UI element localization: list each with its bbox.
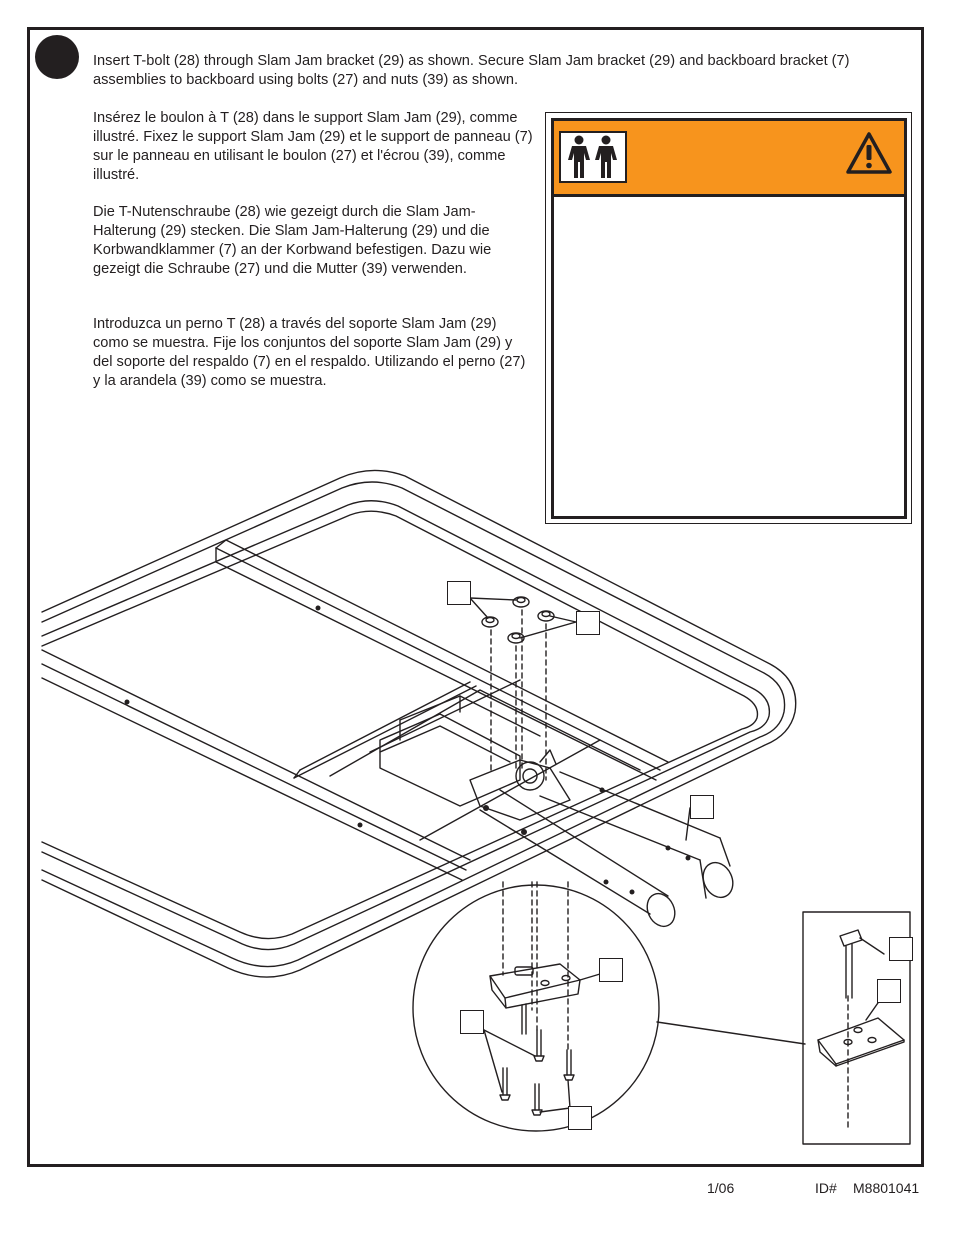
footer-id-value: M8801041 — [853, 1180, 920, 1196]
callout-box-bolt-2 — [568, 1106, 592, 1130]
callout-box-nut-2 — [576, 611, 600, 635]
instruction-german: Die T-Nutenschraube (28) wie gezeigt dur… — [93, 203, 533, 279]
callout-box-nut — [447, 581, 471, 605]
footer-id-label: ID# — [815, 1180, 837, 1196]
footer-date: 1/06 — [707, 1180, 735, 1196]
warning-box-frame — [545, 112, 912, 524]
instruction-spanish-text: Introduzca un perno T (28) a través del … — [93, 316, 526, 389]
instruction-french: Insérez le boulon à T (28) dans le suppo… — [93, 109, 538, 185]
instruction-spanish: Introduzca un perno T (28) a través del … — [93, 315, 531, 391]
two-people-icon — [559, 131, 627, 183]
callout-box-t-bolt — [889, 937, 913, 961]
warning-box — [551, 118, 907, 519]
instruction-german-text: Die T-Nutenschraube (28) wie gezeigt dur… — [93, 204, 492, 277]
callout-box-inset-bracket — [877, 979, 901, 1003]
instruction-english: Insert T-bolt (28) through Slam Jam brac… — [93, 52, 903, 90]
warning-triangle-icon — [846, 132, 892, 174]
callout-box-arm — [690, 795, 714, 819]
page-frame — [27, 27, 924, 1167]
warning-header — [554, 121, 904, 197]
callout-box-bolt — [460, 1010, 484, 1034]
instruction-french-text: Insérez le boulon à T (28) dans le suppo… — [93, 110, 533, 183]
instruction-english-text: Insert T-bolt (28) through Slam Jam brac… — [93, 53, 850, 88]
callout-box-bracket — [599, 958, 623, 982]
step-number-dot — [35, 35, 79, 79]
